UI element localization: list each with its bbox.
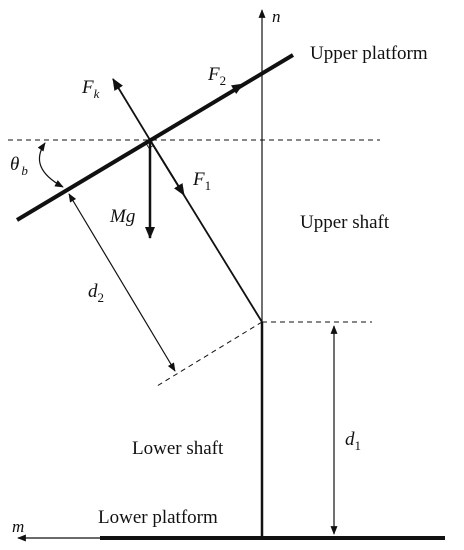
- fk-label: Fk: [81, 77, 100, 101]
- m-axis-label: m: [12, 517, 24, 536]
- d1-symbol: d: [345, 429, 355, 450]
- lower-shaft-label: Lower shaft: [132, 438, 224, 459]
- mg-label: Mg: [109, 206, 135, 227]
- d2-subscript: 2: [98, 290, 105, 305]
- theta-symbol: θ: [10, 154, 19, 175]
- f2-label: F2: [207, 64, 226, 88]
- f2-subscript: 2: [220, 73, 227, 88]
- d2-dimension-arrow: [68, 193, 176, 372]
- d2-label: d2: [88, 281, 104, 305]
- lower-platform-label: Lower platform: [98, 507, 218, 528]
- d2-extension-line: [156, 321, 263, 387]
- f1-symbol: F: [192, 169, 205, 190]
- f2-symbol: F: [207, 64, 220, 85]
- upper-platform-label: Upper platform: [310, 43, 428, 64]
- d1-subscript: 1: [355, 438, 362, 453]
- f1-label: F1: [192, 169, 211, 193]
- upper-shaft-label: Upper shaft: [300, 212, 390, 233]
- force-fk-arrow: [112, 78, 151, 141]
- d2-symbol: d: [88, 281, 98, 302]
- force-f2-arrow: [149, 83, 244, 141]
- fk-subscript: k: [94, 86, 100, 101]
- force-f1-arrow: [149, 139, 185, 196]
- theta-subscript: b: [21, 163, 28, 178]
- theta-angle-arc: [37, 142, 64, 188]
- f1-subscript: 1: [205, 178, 212, 193]
- fk-symbol: F: [81, 77, 94, 98]
- n-axis-label: n: [272, 7, 281, 26]
- d1-label: d1: [345, 429, 361, 453]
